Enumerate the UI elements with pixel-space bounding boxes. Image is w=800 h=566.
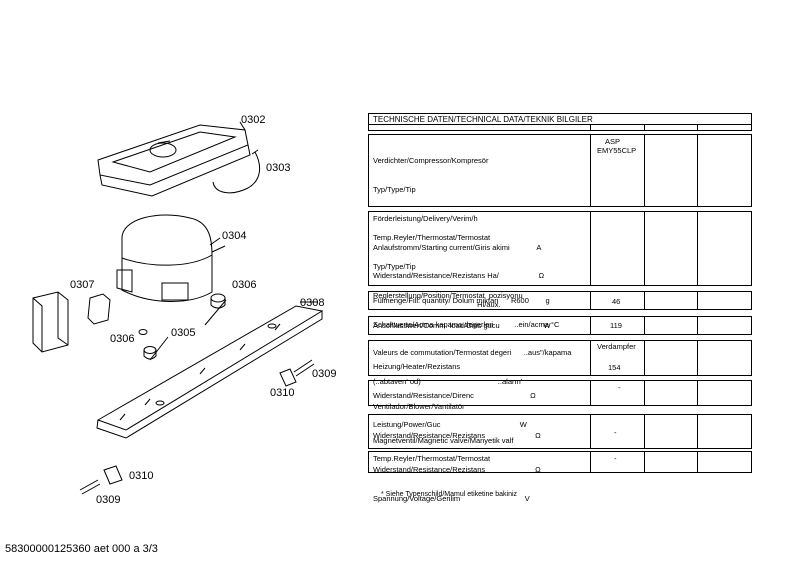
diagram-drawing bbox=[32, 121, 324, 495]
hose-part bbox=[212, 151, 261, 194]
callout-0309-lower: 0309 bbox=[96, 494, 121, 506]
row-line: Temp.Reyler/Thermostat/Termostat bbox=[373, 233, 491, 243]
row-line: Widerstand/Resistance/Rezistans Ω bbox=[373, 464, 541, 474]
table-header: TECHNISCHE DATEN/TECHNICAL DATA/TEKNIK B… bbox=[368, 113, 752, 125]
row-magnetic-valve: Magnetventil/Magnetic valve/Manyetik val… bbox=[368, 414, 752, 503]
row-line: Spannung/Voltage/Gerilim V bbox=[373, 493, 530, 503]
callout-0302: 0302 bbox=[241, 114, 266, 126]
row-value: - bbox=[614, 454, 617, 463]
row-comm-load: Anschlusswert/Comm. load/Giris gucu W 11… bbox=[368, 316, 752, 335]
row-thermostat-2: Temp.Reyler/Thermostat/Termostat - bbox=[368, 451, 752, 473]
row-blower: Ventilador/Blower/Vantilatör Widerstand/… bbox=[368, 380, 752, 440]
row-line: Temp.Reyler/Thermostat/Termostat bbox=[373, 454, 491, 463]
callout-0307: 0307 bbox=[70, 279, 95, 291]
row-value: ASP bbox=[605, 137, 621, 146]
row-line: Fülmenge/Fill. quantity/ Dolum miktari R… bbox=[373, 296, 550, 305]
row-line: Leistung/Power/Guc W bbox=[373, 419, 527, 429]
compressor-cover-part bbox=[97, 121, 251, 197]
callout-0304: 0304 bbox=[222, 230, 247, 242]
footnote: * Siehe Typenschild/Mamul etiketine baki… bbox=[381, 491, 518, 498]
parts-diagram: 0302 0303 0304 0307 0306 0306 0305 0308 … bbox=[0, 0, 370, 520]
row-line: Widerstand/Resistance/Rezistans Ω bbox=[373, 430, 541, 440]
pin-part bbox=[293, 359, 315, 377]
row-value: - bbox=[614, 428, 617, 437]
row-value: 119 bbox=[610, 321, 622, 330]
row-line: (..abtaven' od) ..alarm' bbox=[373, 377, 523, 387]
compressor-part bbox=[116, 214, 226, 302]
row-line: Reglerstellung/Position/Termostat pozisy… bbox=[373, 290, 523, 300]
row-value: 46 bbox=[612, 297, 621, 306]
relay-part bbox=[32, 291, 111, 353]
row-line: Heizung/Heater/Rezistans bbox=[373, 362, 461, 372]
callout-0306-lower: 0306 bbox=[110, 333, 135, 345]
row-value: Verdampfer bbox=[597, 342, 636, 351]
callout-0309-upper: 0309 bbox=[312, 368, 337, 380]
row-line: Schaltwerte/Acma kapama degerleri ..ein/… bbox=[373, 319, 560, 329]
callout-0310-lower: 0310 bbox=[129, 470, 154, 482]
row-line: Ventilador/Blower/Vantilatör bbox=[373, 402, 465, 412]
callout-0305: 0305 bbox=[171, 327, 196, 339]
callout-0310-upper: 0310 bbox=[270, 387, 295, 399]
row-fill-quantity: Fülmenge/Fill. quantity/ Dolum miktari R… bbox=[368, 291, 752, 310]
bushing-part bbox=[279, 368, 297, 387]
row-heater: Heizung/Heater/Rezistans Widerstand/Resi… bbox=[368, 340, 752, 429]
row-line: Magnetventil/Magnetic valve/Manyetik val… bbox=[373, 436, 514, 446]
callout-0308: 0308 bbox=[300, 297, 325, 309]
table-header-columns bbox=[368, 125, 752, 131]
row-line: Widerstand/Resistance/Rezistans Ha/ Ω bbox=[373, 271, 545, 281]
row-value: - bbox=[618, 383, 621, 392]
callout-0303: 0303 bbox=[266, 162, 291, 174]
row-line: Verdichter/Compressor/Kompresör bbox=[373, 156, 489, 166]
row-line: Typ/Type/Tip bbox=[373, 261, 416, 271]
row-line: Anlaufstromm/Starting current/Giris akim… bbox=[373, 242, 542, 252]
document-id: 58300000125360 aet 000 a 3/3 bbox=[5, 543, 158, 555]
row-line: Valeurs de commutation/Termostat degeri … bbox=[373, 348, 572, 358]
row-line: Typ/Type/Tip bbox=[373, 184, 416, 194]
callout-0306-upper: 0306 bbox=[232, 279, 257, 291]
row-compressor: Verdichter/Compressor/Kompresör Typ/Type… bbox=[368, 134, 752, 309]
mounting-rail-part bbox=[96, 305, 324, 439]
row-thermostat: Temp.Reyler/Thermostat/Termostat Typ/Typ… bbox=[368, 211, 752, 386]
row-line: Widerstand/Resistance/Direnc Ω bbox=[373, 390, 536, 400]
row-value: EMY55CLP bbox=[597, 146, 637, 155]
row-line: Anschlusswert/Comm. load/Giris gucu W bbox=[373, 321, 551, 330]
row-value: 154 bbox=[608, 363, 621, 372]
row-line: Förderleistung/Delivery/Verim/h bbox=[373, 213, 478, 223]
row-line: Hi/aux. bbox=[373, 300, 501, 310]
